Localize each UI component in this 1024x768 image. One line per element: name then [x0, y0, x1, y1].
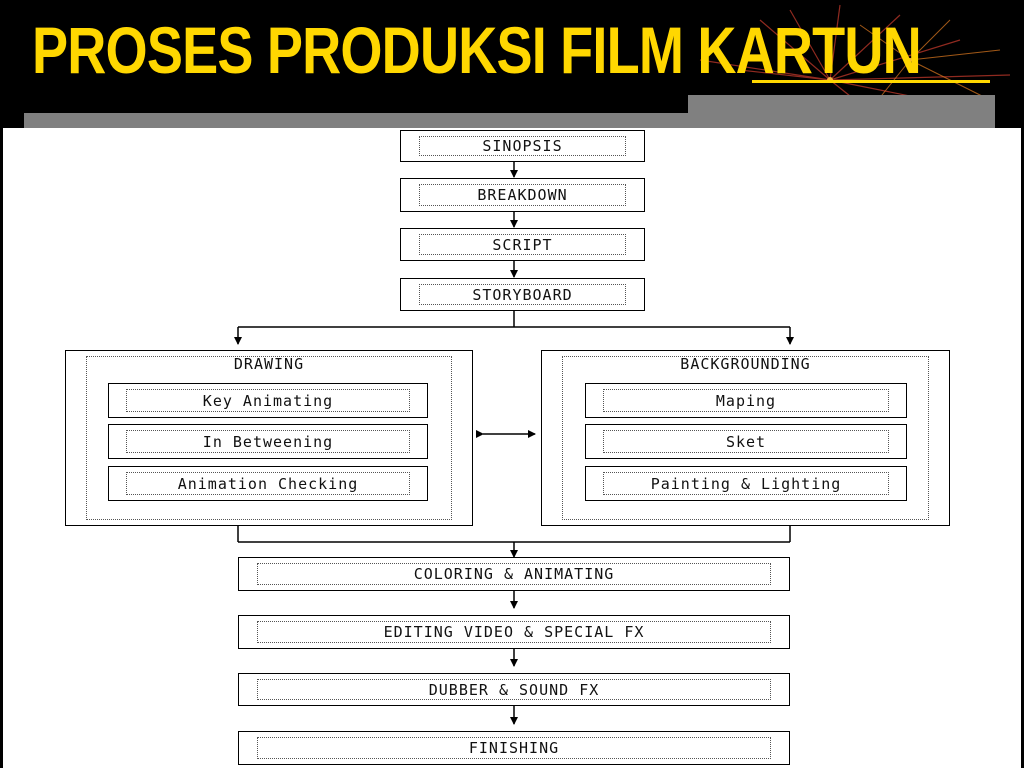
backgrounding-item: Maping [585, 383, 907, 418]
left-edge [0, 128, 3, 768]
step-coloring-animating: COLORING & ANIMATING [238, 557, 790, 591]
backgrounding-item-label: Maping [603, 389, 889, 412]
step-finishing: FINISHING [238, 731, 790, 765]
drawing-item: In Betweening [108, 424, 428, 459]
slide-title: PROSES PRODUKSI FILM KARTUN [32, 10, 922, 90]
header-bar [24, 113, 995, 128]
title-underline [752, 80, 990, 83]
step-script-label: SCRIPT [419, 234, 626, 255]
drawing-item-label: Animation Checking [126, 472, 410, 495]
step-dubber-sound: DUBBER & SOUND FX [238, 673, 790, 706]
drawing-item: Key Animating [108, 383, 428, 418]
drawing-group-frame [86, 356, 452, 520]
slide-header: PROSES PRODUKSI FILM KARTUN [0, 0, 1024, 128]
backgrounding-group-label: BACKGROUNDING [680, 355, 811, 373]
flow-connectors [234, 162, 794, 725]
step-coloring-animating-label: COLORING & ANIMATING [257, 563, 771, 585]
flowchart-canvas: SINOPSIS BREAKDOWN SCRIPT STORYBOARD DRA… [3, 128, 1021, 768]
step-editing-video-label: EDITING VIDEO & SPECIAL FX [257, 621, 771, 643]
drawing-group-label: DRAWING [233, 355, 305, 373]
step-sinopsis: SINOPSIS [400, 130, 645, 162]
step-storyboard: STORYBOARD [400, 278, 645, 311]
step-script: SCRIPT [400, 228, 645, 261]
step-finishing-label: FINISHING [257, 737, 771, 759]
drawing-group: DRAWING Key Animating In Betweening Anim… [65, 350, 473, 526]
backgrounding-item: Painting & Lighting [585, 466, 907, 501]
backgrounding-item-label: Sket [603, 430, 889, 453]
step-dubber-sound-label: DUBBER & SOUND FX [257, 679, 771, 700]
backgrounding-item: Sket [585, 424, 907, 459]
step-storyboard-label: STORYBOARD [419, 284, 626, 305]
step-breakdown: BREAKDOWN [400, 178, 645, 212]
step-sinopsis-label: SINOPSIS [419, 136, 626, 156]
backgrounding-group-frame [562, 356, 929, 520]
drawing-item: Animation Checking [108, 466, 428, 501]
backgrounding-group: BACKGROUNDING Maping Sket Painting & Lig… [541, 350, 950, 526]
title-highlight: KARTUN [697, 13, 921, 87]
drawing-item-label: In Betweening [126, 430, 410, 453]
right-edge [1021, 128, 1024, 768]
step-breakdown-label: BREAKDOWN [419, 184, 626, 206]
backgrounding-item-label: Painting & Lighting [603, 472, 889, 495]
title-prefix: PROSES PRODUKSI FILM [32, 13, 684, 87]
drawing-item-label: Key Animating [126, 389, 410, 412]
step-editing-video: EDITING VIDEO & SPECIAL FX [238, 615, 790, 649]
